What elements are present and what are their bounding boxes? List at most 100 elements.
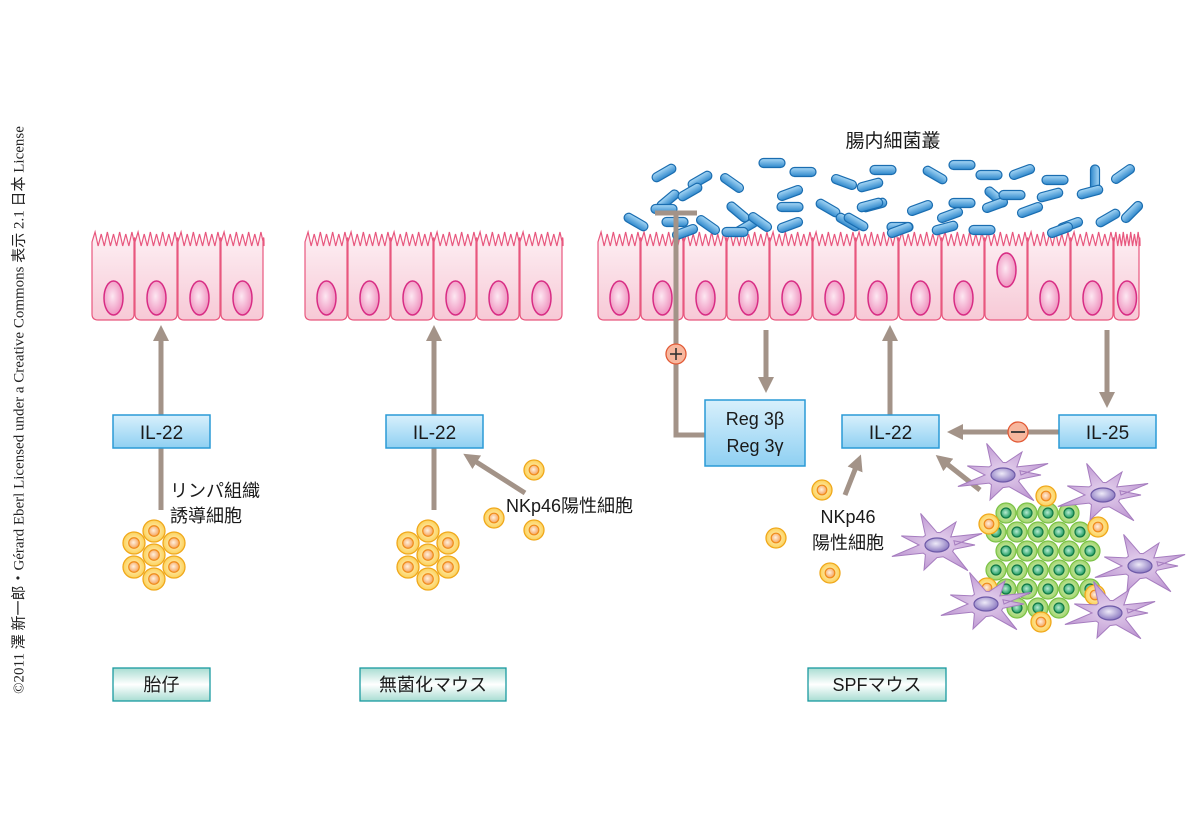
- spf-nk-label-line2: 陽性細胞: [812, 533, 884, 553]
- bacterium: [776, 216, 804, 234]
- epithelial-cell: [597, 229, 642, 321]
- epithelial-cell: [304, 229, 349, 321]
- lti-cell: [162, 555, 186, 579]
- lti-label-line1: リンパ組織: [170, 481, 260, 501]
- lti-cell: [416, 519, 440, 543]
- immune-cells: [122, 443, 1186, 640]
- ilc-cell: [995, 502, 1017, 524]
- epithelial-cell: [1070, 229, 1115, 321]
- bacterium: [1036, 187, 1064, 203]
- bacterium: [721, 226, 749, 238]
- ilc-cell: [1016, 540, 1038, 562]
- dendritic-cell: [1057, 463, 1149, 522]
- bacterium: [726, 201, 750, 223]
- bacterium: [677, 182, 703, 202]
- lti-cell: [142, 543, 166, 567]
- ilc-cell: [985, 559, 1007, 581]
- il25-label: IL-25: [1086, 423, 1129, 444]
- bacterium: [931, 220, 959, 236]
- dendritic-nucleus: [990, 467, 1016, 483]
- lti-cell: [122, 531, 146, 555]
- nucleus: [445, 280, 466, 316]
- bacterium: [830, 173, 858, 191]
- copyright-notice: ©2011 澤 新一郎・Gérard Eberl Licensed under …: [11, 126, 28, 694]
- nucleus: [402, 280, 423, 316]
- lti-cell: [396, 531, 420, 555]
- ilc-cell: [1048, 521, 1070, 543]
- bacterium: [623, 212, 649, 232]
- germfree-nk-label: NKp46陽性細胞: [506, 496, 633, 516]
- nucleus: [1116, 280, 1138, 316]
- fetus-il22-label: IL-22: [140, 423, 183, 444]
- bacterium: [936, 206, 964, 224]
- lti-cell: [142, 567, 166, 591]
- lti-cell: [142, 519, 166, 543]
- ilc-cell: [1079, 540, 1101, 562]
- nucleus: [488, 280, 509, 316]
- bacterium: [1008, 163, 1036, 181]
- ilc-cell: [1027, 559, 1049, 581]
- nucleus: [738, 280, 759, 316]
- ilc-cell: [1069, 521, 1091, 543]
- epithelial-cell: [433, 229, 478, 321]
- nucleus: [189, 280, 210, 316]
- nkp46-cell: [523, 519, 545, 541]
- ilc-cell: [1058, 578, 1080, 600]
- nucleus: [232, 280, 253, 316]
- bacterium: [998, 189, 1026, 201]
- nucleus: [531, 280, 552, 316]
- ilc-cell: [1058, 540, 1080, 562]
- minus-sign-icon: [1007, 421, 1029, 443]
- dendritic-nucleus: [1097, 605, 1123, 621]
- nucleus: [652, 280, 673, 316]
- nucleus: [910, 280, 931, 316]
- bacterium: [789, 166, 817, 178]
- nucleus: [781, 280, 802, 316]
- lti-cell: [122, 555, 146, 579]
- epithelial-cell: [519, 229, 564, 321]
- epithelial-cell: [812, 229, 857, 321]
- dendritic-nucleus: [924, 537, 950, 553]
- bacterium: [1076, 184, 1104, 200]
- nucleus: [996, 252, 1017, 288]
- ilc-cell: [1069, 559, 1091, 581]
- epithelial-cell: [91, 229, 136, 321]
- spf-il22-label: IL-22: [869, 423, 912, 444]
- nucleus: [953, 280, 974, 316]
- bacterium: [1046, 221, 1074, 239]
- lti-cell: [436, 555, 460, 579]
- ilc-cell: [995, 540, 1017, 562]
- bacterium: [1016, 201, 1044, 219]
- epithelial-cell: [134, 229, 179, 321]
- spf-nk-label-line1: NKp46: [820, 507, 875, 527]
- bacterium: [843, 212, 869, 232]
- bacterium: [948, 197, 976, 209]
- epithelial-cell: [769, 229, 814, 321]
- condition-label-germfree-text: 無菌化マウス: [379, 675, 487, 695]
- reg3-box: Reg 3β Reg 3γ: [704, 399, 806, 467]
- nucleus: [146, 280, 167, 316]
- epithelial-cell: [1027, 229, 1072, 321]
- ilc-cell: [1037, 578, 1059, 600]
- ilc-cell: [1048, 597, 1070, 619]
- dendritic-cell: [957, 443, 1049, 502]
- nkp46-cell: [1087, 516, 1109, 538]
- bacterium: [975, 169, 1003, 181]
- bacterium: [671, 223, 699, 241]
- reg3b-label: Reg 3β: [726, 409, 784, 429]
- spf-il22-box: IL-22: [841, 414, 940, 449]
- dendritic-nucleus: [973, 596, 999, 612]
- bacterium: [981, 196, 1009, 214]
- epithelial-cell: [476, 229, 521, 321]
- nkp46-cell: [811, 479, 833, 501]
- dendritic-cell: [940, 572, 1032, 631]
- epithelial-cell: [855, 229, 900, 321]
- epithelium-layers: [91, 229, 1141, 321]
- bacterium: [968, 224, 996, 236]
- dendritic-nucleus: [1090, 487, 1116, 503]
- nucleus: [695, 280, 716, 316]
- nkp46-cell: [765, 527, 787, 549]
- il25-box: IL-25: [1058, 414, 1157, 449]
- bacterium: [869, 164, 897, 176]
